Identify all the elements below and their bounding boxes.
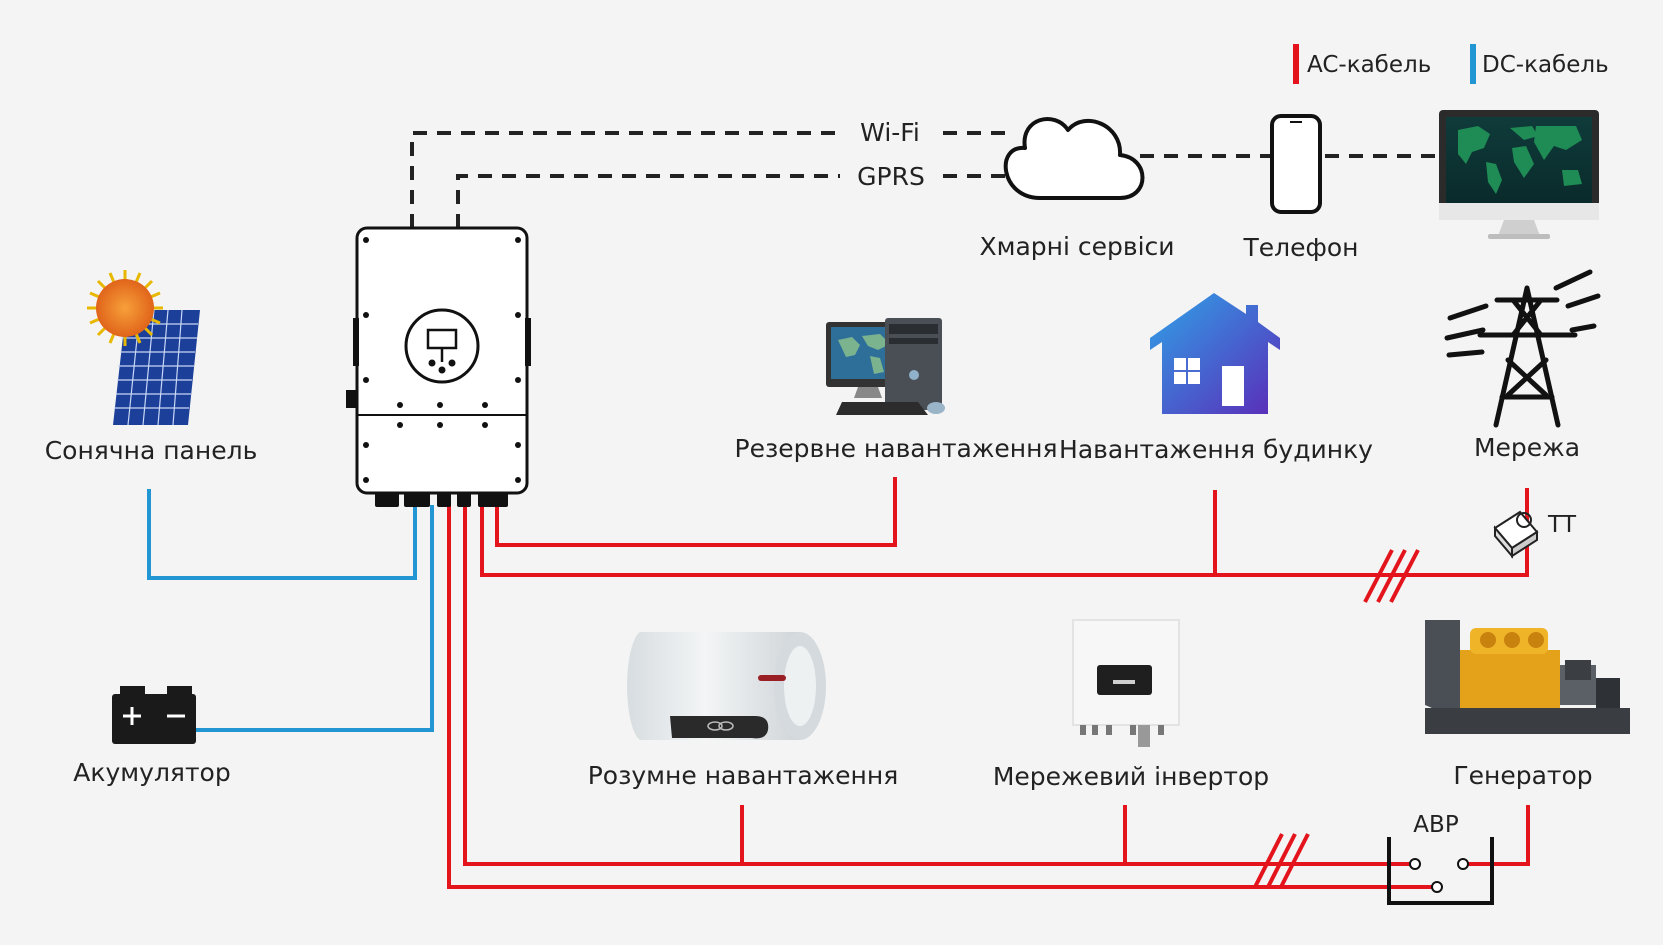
grid-label: Мережа — [1473, 433, 1581, 462]
generator-icon — [1425, 620, 1630, 734]
dc-legend-swatch — [1470, 44, 1476, 84]
battery-label: Акумулятор — [73, 758, 231, 787]
house-icon — [1150, 293, 1280, 414]
power-tower-icon — [1444, 269, 1601, 428]
current-transformer-icon — [1493, 510, 1539, 559]
ac-cables — [447, 477, 1530, 889]
ac-cable-grid — [480, 488, 1529, 577]
ct-label: ТТ — [1548, 512, 1577, 538]
battery-icon — [112, 686, 196, 744]
wifi-link — [410, 131, 840, 228]
ac-legend-swatch — [1293, 44, 1299, 84]
three-phase-marks-top — [1363, 549, 1420, 603]
ac-legend-label: AC-кабель — [1307, 52, 1432, 78]
desktop-computer-icon — [826, 318, 945, 415]
ats-label: АВР — [1413, 812, 1459, 838]
monitor-icon — [1439, 110, 1599, 239]
three-phase-marks-bottom — [1253, 833, 1310, 888]
cloud-icon — [1003, 117, 1145, 200]
gprs-link — [456, 174, 840, 228]
hybrid-inverter-icon — [346, 226, 531, 507]
generator-label: Генератор — [1453, 761, 1593, 790]
smart-load-label: Розумне навантаження — [587, 761, 899, 790]
smartphone-icon — [1270, 114, 1322, 214]
ac-cable-generator — [1463, 805, 1530, 866]
dc-legend-label: DC-кабель — [1482, 52, 1609, 78]
ac-cable-load-port — [447, 505, 1437, 889]
grid-inverter-icon — [1072, 619, 1180, 747]
dc-cable-solar — [147, 489, 417, 580]
comm-links — [410, 131, 1438, 228]
grid-inverter-label: Мережевий інвертор — [992, 762, 1270, 791]
solar-panel-label: Сонячна панель — [44, 436, 258, 465]
sun-icon — [87, 270, 163, 346]
cloud-label: Хмарні сервіси — [979, 232, 1175, 261]
ats-switch-icon — [1387, 837, 1494, 905]
ac-cable-backup — [495, 477, 897, 547]
ac-cable-gen-port — [463, 505, 1415, 866]
phone-label: Телефон — [1243, 233, 1359, 262]
dc-cable-battery — [195, 505, 434, 732]
gprs-label: GPRS — [857, 162, 925, 191]
water-heater-icon — [627, 632, 826, 740]
home-load-label: Навантаження будинку — [1059, 435, 1373, 464]
wifi-label: Wi-Fi — [860, 118, 920, 147]
backup-load-label: Резервне навантаження — [734, 434, 1058, 463]
dc-cables — [147, 489, 434, 732]
